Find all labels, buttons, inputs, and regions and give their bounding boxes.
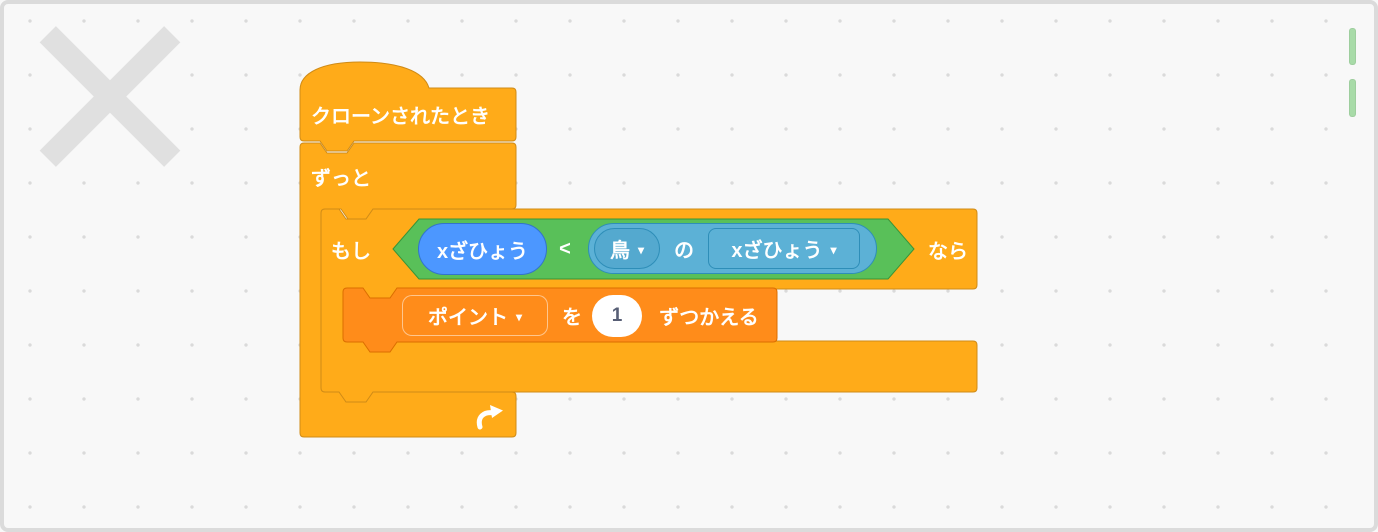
chevron-down-icon: ▾: [515, 309, 523, 324]
value-input-text: 1: [611, 305, 623, 326]
then-label: なら: [928, 240, 968, 263]
x-position-reporter-block[interactable]: xざひょう: [418, 223, 547, 275]
value-input[interactable]: 1: [592, 295, 642, 337]
property-dropdown[interactable]: xざひょう ▾: [708, 228, 860, 269]
sprite-dropdown[interactable]: 鳥 ▾: [594, 228, 660, 269]
hat-block-label: クローンされたとき: [311, 106, 490, 128]
change-by-suffix-label: ずつかえる: [659, 307, 759, 329]
loop-arrow-icon: [476, 405, 503, 430]
offscreen-block-fragment[interactable]: [1349, 28, 1356, 65]
chevron-down-icon: ▾: [637, 242, 645, 257]
if-label: もし: [331, 240, 371, 263]
hat-block-when-cloned[interactable]: [299, 61, 517, 152]
property-dropdown-value: xざひょう: [731, 240, 823, 262]
variable-dropdown-value: ポイント: [427, 307, 508, 329]
chevron-down-icon: ▾: [830, 242, 837, 257]
x-position-reporter-label: xざひょう: [436, 240, 529, 263]
forever-block-label: ずっと: [311, 167, 371, 190]
variable-dropdown[interactable]: ポイント ▾: [402, 295, 548, 336]
sprite-dropdown-value: 鳥: [609, 240, 630, 262]
offscreen-block-fragment[interactable]: [1349, 79, 1356, 117]
of-particle-label: の: [674, 240, 694, 262]
wo-particle-label: を: [562, 307, 582, 329]
less-than-operator-symbol: <: [559, 237, 571, 260]
